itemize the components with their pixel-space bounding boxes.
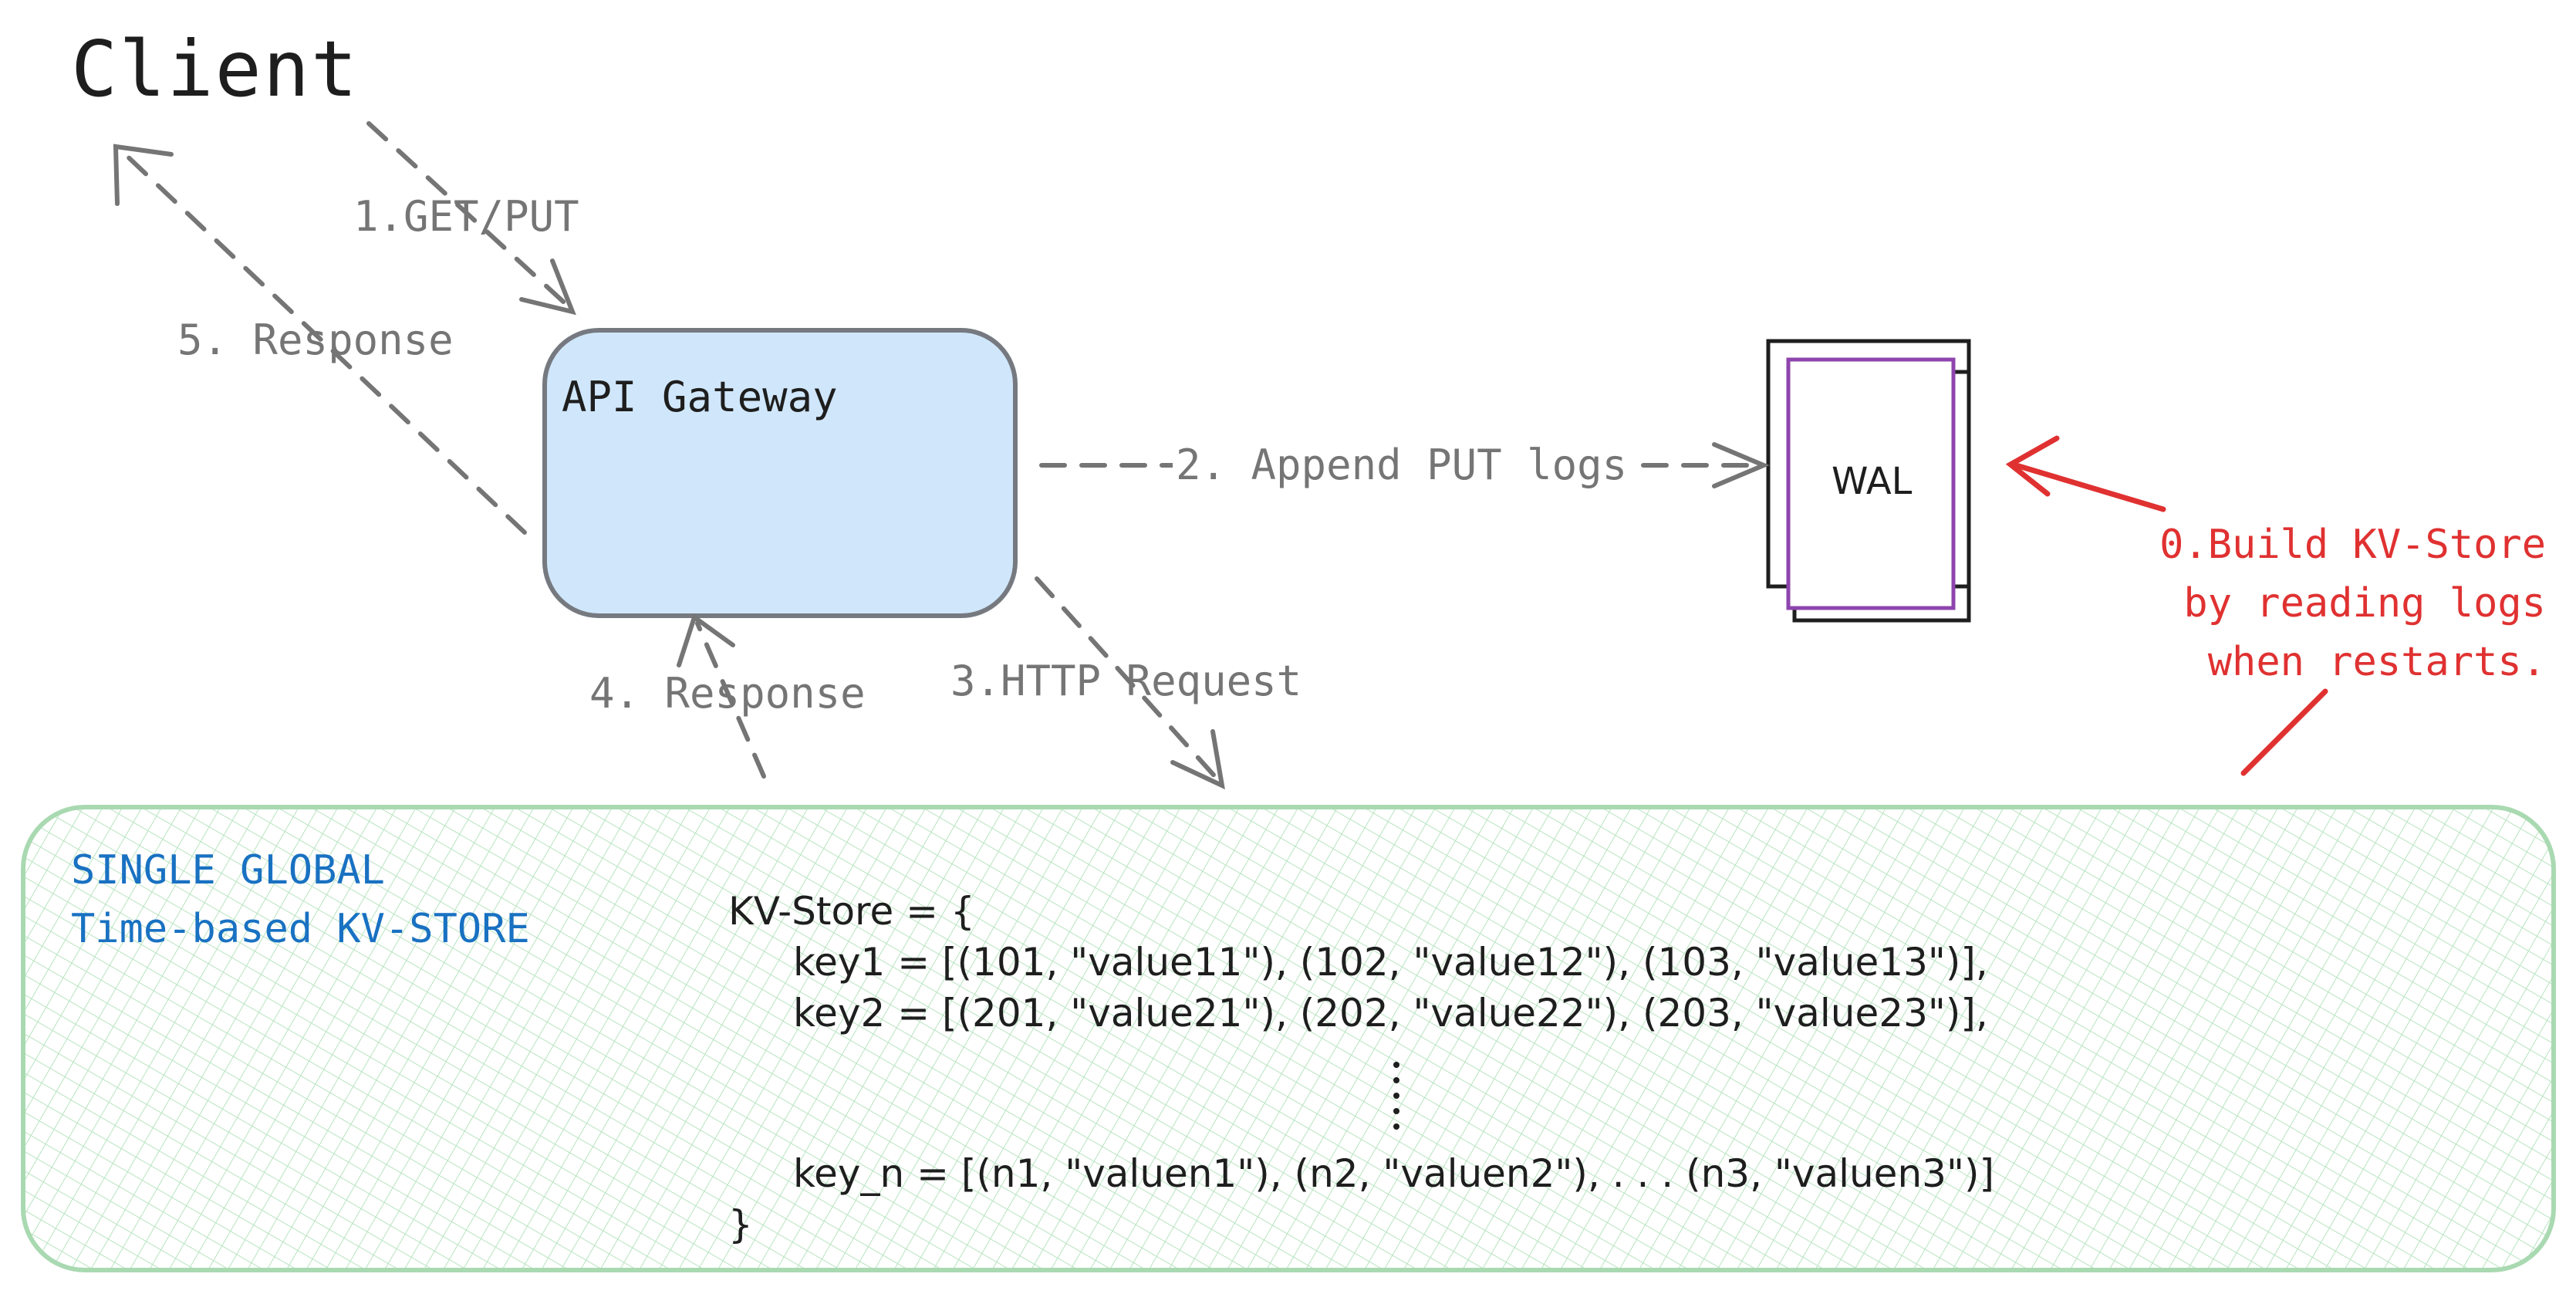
- code-line-key1: key1 = [(101, "value11"), (102, "value12…: [793, 940, 1988, 985]
- kv-store-title-line: SINGLE GLOBAL: [71, 847, 385, 894]
- rebuild-note-line: 0.Build KV-Store: [2159, 522, 2546, 568]
- code-ellipsis-dots: [1393, 1062, 1399, 1130]
- kv-store-code: KV-Store = { key1 = [(101, "value11"), (…: [728, 886, 1988, 1039]
- code-line-close: }: [728, 1202, 753, 1247]
- edge-append-label: 2. Append PUT logs: [1173, 444, 1631, 486]
- wal-box[interactable]: [1766, 339, 1971, 623]
- client-label: Client: [71, 24, 360, 114]
- rebuild-note-line: by reading logs: [2183, 580, 2546, 627]
- edge-http-request-arrow: [1035, 576, 1225, 790]
- edge-response-5-arrow: [113, 144, 527, 535]
- code-line-key2: key2 = [(201, "value21"), (202, "value22…: [793, 991, 1988, 1036]
- kv-store-code-tail: key_n = [(n1, "valuen1"), (n2, "valuen2"…: [728, 1148, 1994, 1250]
- rebuild-note: 0.Build KV-Store by reading logs when re…: [2114, 515, 2546, 691]
- edge-response-4-label: 4. Response: [589, 669, 866, 718]
- wal-label: WAL: [1832, 460, 1913, 503]
- api-gateway-box[interactable]: [542, 328, 1018, 618]
- kv-store-container[interactable]: [21, 805, 2556, 1272]
- edge-get-put-arrow: [366, 121, 576, 316]
- edge-response-5-label: 5. Response: [177, 316, 454, 364]
- api-gateway-label: API Gateway: [562, 373, 838, 421]
- rebuild-note-connector: [2240, 688, 2328, 776]
- edge-response-4-arrow: [677, 613, 766, 779]
- kv-store-title: SINGLE GLOBAL Time-based KV-STORE: [71, 841, 530, 958]
- edge-get-put-label: 1.GET/PUT: [353, 192, 579, 241]
- code-line-keyn: key_n = [(n1, "valuen1"), (n2, "valuen2"…: [793, 1151, 1994, 1196]
- rebuild-note-line: when restarts.: [2207, 639, 2546, 685]
- code-line-open: KV-Store = {: [728, 889, 975, 934]
- edge-http-request-label: 3.HTTP Request: [950, 657, 1302, 705]
- rebuild-note-arrow: [2005, 435, 2166, 512]
- kv-store-title-line: Time-based KV-STORE: [71, 906, 530, 952]
